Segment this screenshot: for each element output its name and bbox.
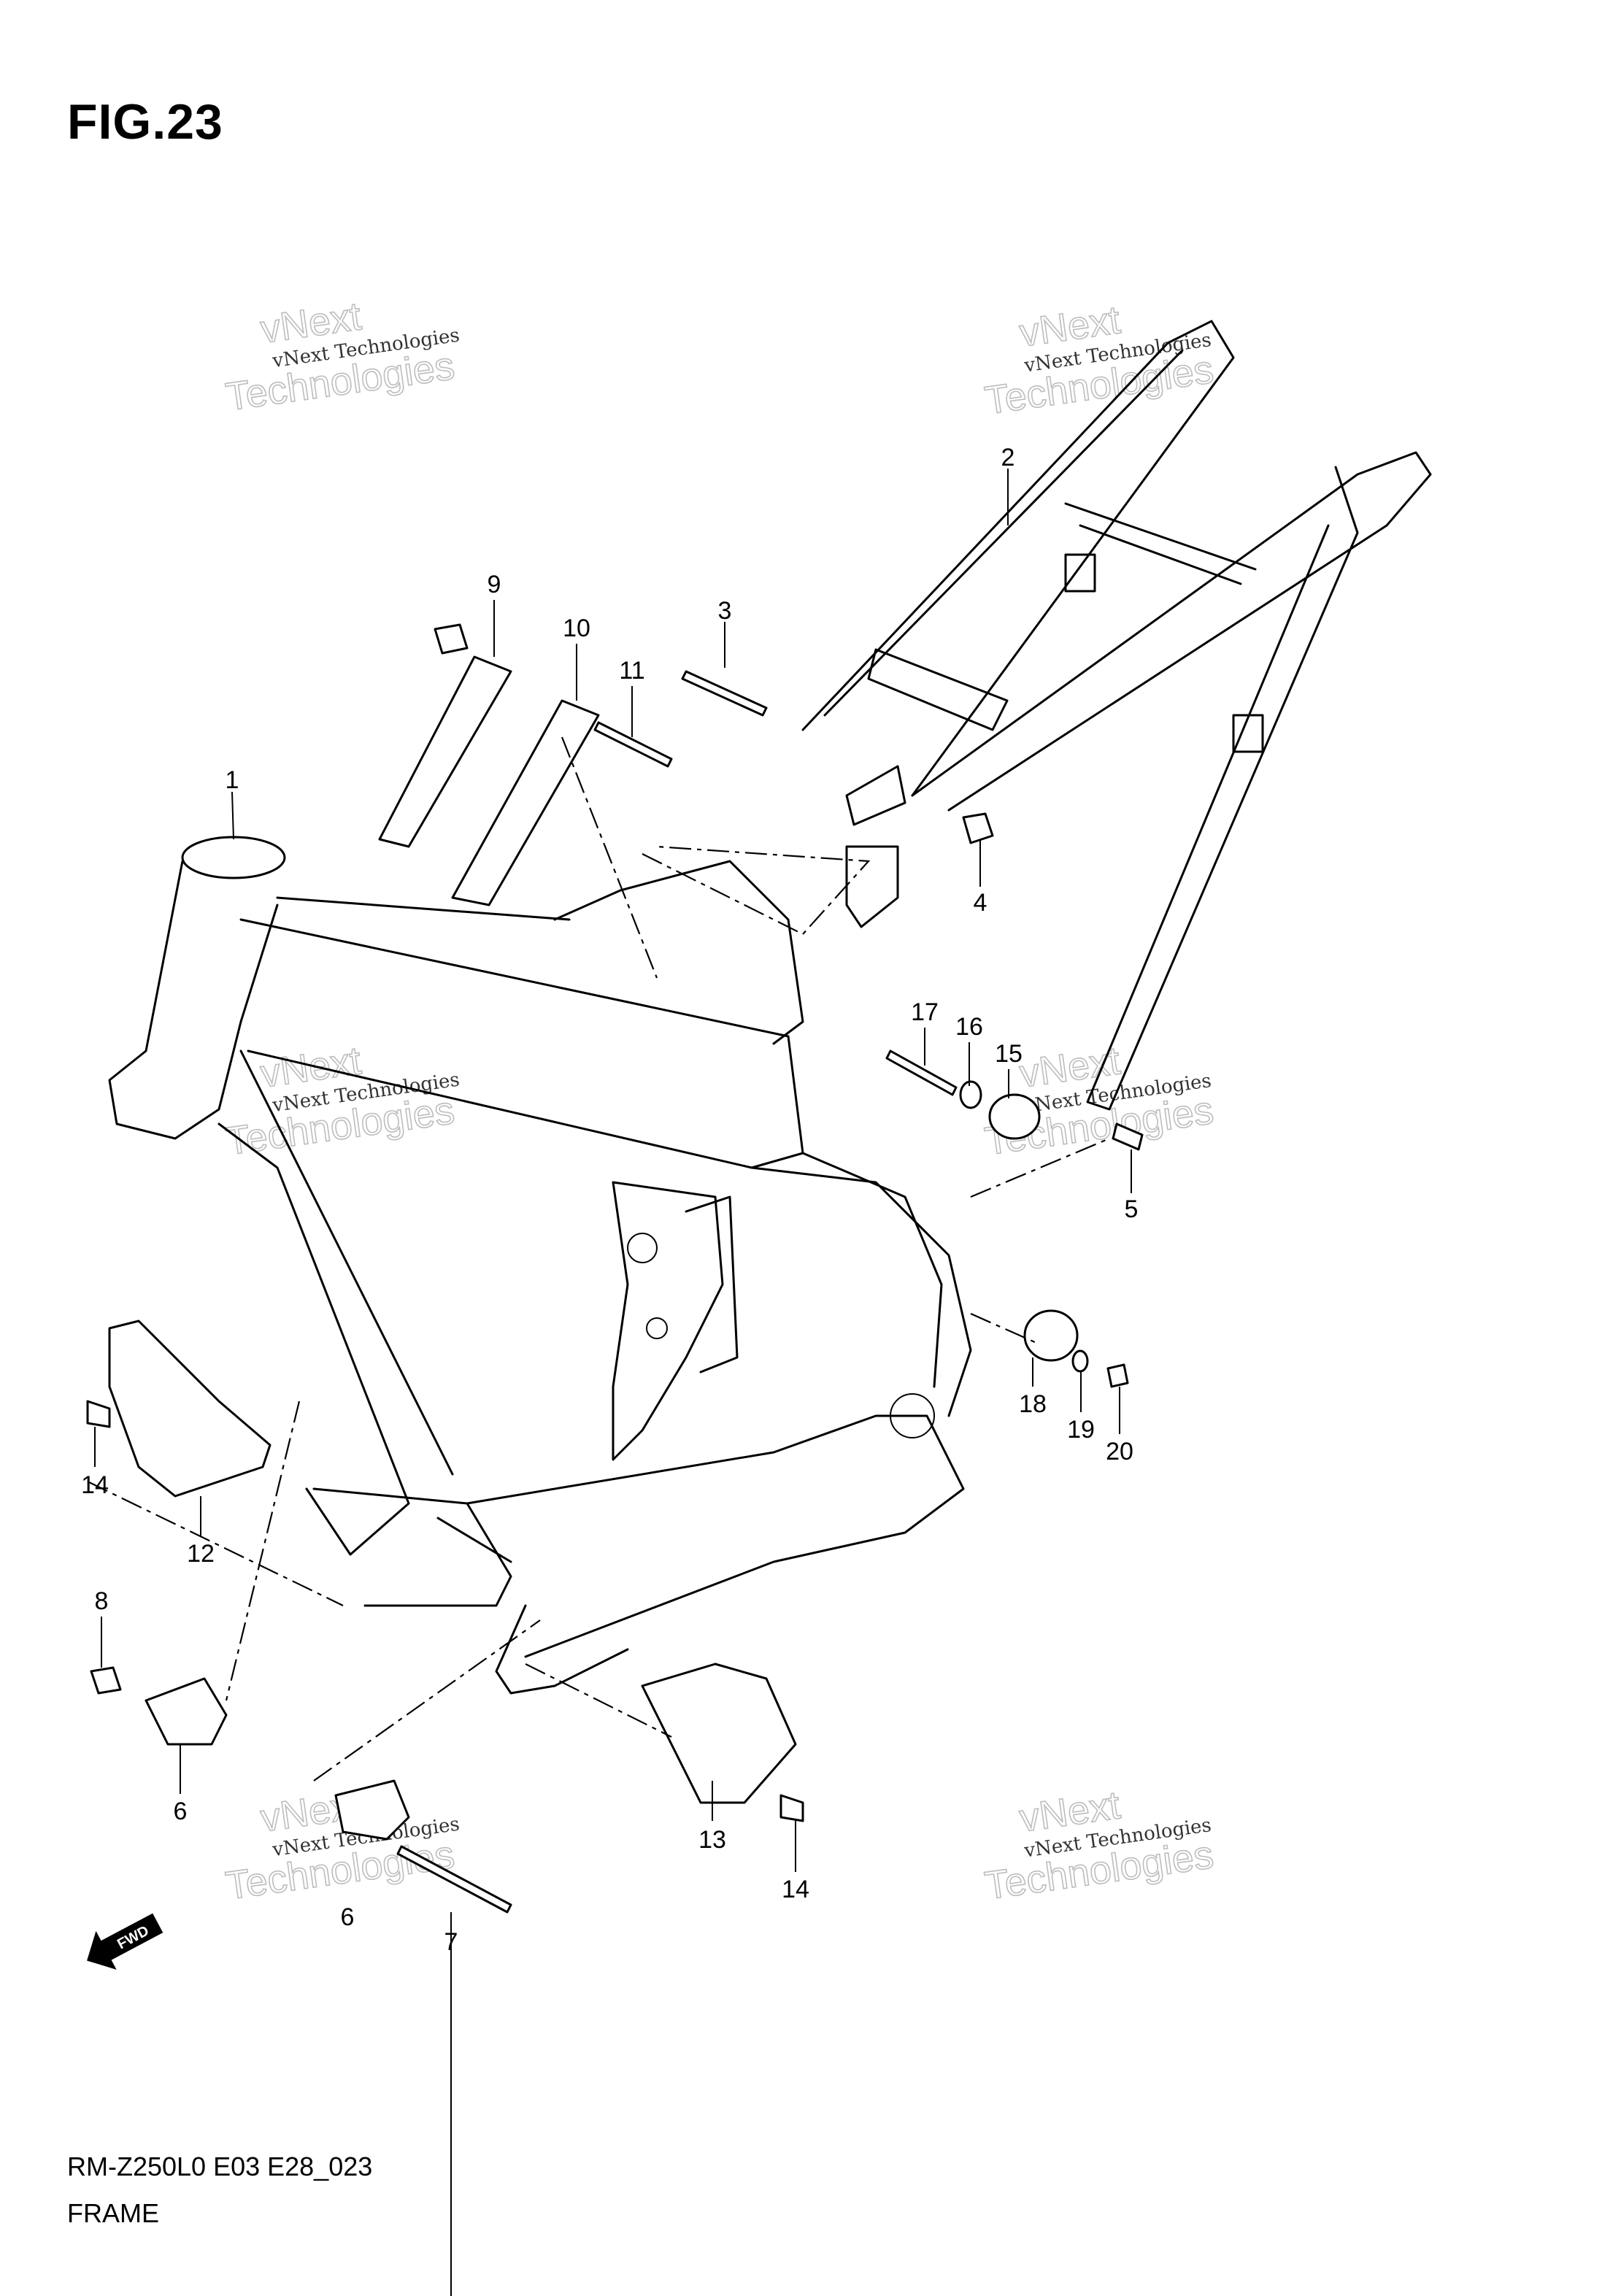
bolt-7: [396, 1845, 512, 1914]
engine-mount-bracket-9: [378, 655, 512, 848]
callout-label: 16: [955, 1013, 983, 1041]
bolt-5: [1112, 1122, 1144, 1151]
bolt-14-right: [779, 1794, 804, 1822]
model-code: RM-Z250L0 E03 E28_023: [67, 2151, 373, 2181]
leader-lines: [94, 469, 1132, 2296]
callout-label: 4: [974, 889, 987, 917]
watermark-bottom-right: vNext vNext Technologies Technologies: [982, 1782, 1217, 1908]
callout-label: 11: [619, 657, 644, 685]
washer-19: [1071, 1349, 1089, 1373]
nut-8: [90, 1666, 122, 1695]
callout-label: 14: [782, 1876, 809, 1903]
washer-16: [959, 1080, 982, 1109]
nut-20: [1106, 1363, 1129, 1388]
callout-label: 13: [698, 1826, 726, 1854]
callout-label: 15: [995, 1040, 1023, 1068]
bolt-14-left: [86, 1400, 111, 1428]
callout-label: 1: [226, 766, 239, 794]
callout-label: 7: [444, 1928, 458, 1956]
callout-label: 14: [81, 1471, 109, 1499]
callout-label: 5: [1125, 1195, 1139, 1223]
callout-label: 6: [341, 1903, 355, 1931]
engine-mount-bracket-10: [451, 699, 600, 906]
callout-label: 10: [563, 615, 590, 642]
figure-title: FIG.23: [67, 94, 223, 150]
small-parts-drawing: [86, 623, 1144, 1914]
nut-4: [962, 812, 994, 844]
callout-label: 18: [1019, 1390, 1047, 1418]
callout-label: 8: [95, 1587, 109, 1615]
callout-label: 17: [911, 998, 939, 1026]
bolt-3: [681, 670, 768, 717]
callout-label: 9: [488, 571, 501, 598]
callout-label: 2: [1001, 444, 1015, 471]
subframe-drawing: [801, 320, 1432, 1111]
callout-labels: 1 2 3 4 5 6 6 7 8 9 10 11 12 13 14 14 15…: [81, 444, 1138, 1956]
fwd-arrow-icon: FWD: [87, 1913, 163, 1970]
bracket-6-upper: [145, 1677, 228, 1746]
callout-label: 6: [174, 1798, 188, 1825]
watermark-bottom-left: vNext vNext Technologies Technologies: [223, 1782, 461, 1908]
section-name: FRAME: [67, 2198, 159, 2228]
watermark-top-right: vNext vNext Technologies Technologies: [982, 297, 1217, 423]
callout-label: 20: [1106, 1438, 1133, 1465]
watermark-top-left: vNext vNext Technologies Technologies: [223, 293, 461, 420]
bolt-11: [593, 721, 673, 768]
nut-9-top: [434, 623, 469, 655]
bracket-6-lower: [334, 1779, 410, 1841]
guard-13: [641, 1663, 797, 1804]
spacer-15: [988, 1093, 1041, 1140]
callout-label: 12: [187, 1540, 215, 1568]
callout-label: 19: [1067, 1416, 1095, 1444]
watermark-mid-left: vNext vNext Technologies Technologies: [223, 1038, 461, 1164]
bolt-17: [885, 1049, 958, 1096]
main-frame-drawing: [108, 836, 972, 1695]
spacer-18: [1023, 1309, 1079, 1362]
guard-12: [108, 1320, 272, 1498]
callout-label: 3: [718, 597, 732, 625]
